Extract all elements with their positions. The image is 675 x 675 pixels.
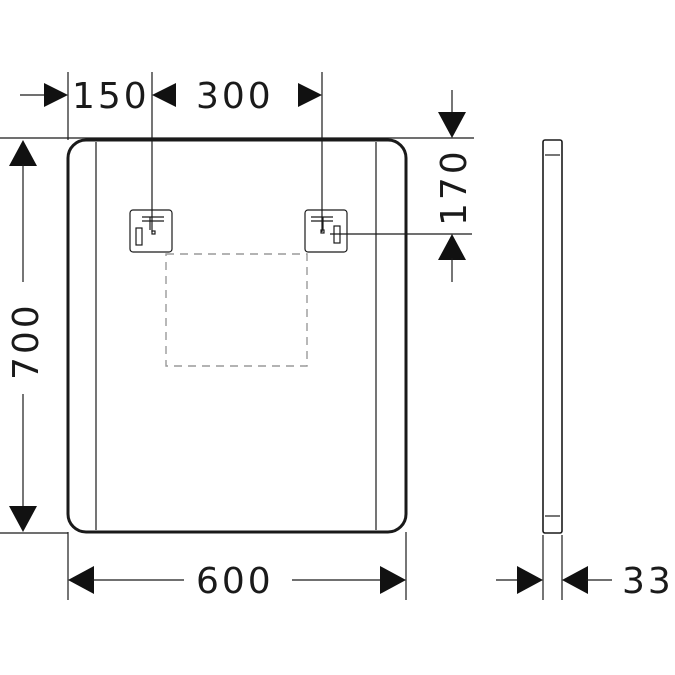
dimension-600: 600 — [68, 561, 406, 602]
dim-text-33: 33 — [622, 561, 674, 602]
dimension-300: 300 — [152, 76, 322, 117]
dimension-700: 700 — [6, 140, 47, 532]
dimension-170: 170 — [434, 90, 475, 282]
dim-text-150: 150 — [72, 76, 150, 117]
right-mounting-hook — [304, 209, 348, 253]
left-mounting-hook — [129, 209, 173, 253]
mirror-outer-frame — [66, 138, 408, 534]
mirror-front-view — [66, 138, 408, 534]
dim-text-700: 700 — [6, 302, 47, 380]
mirror-side-view — [542, 139, 563, 534]
dim-text-300: 300 — [196, 76, 274, 117]
dim-text-600: 600 — [196, 561, 274, 602]
dimension-33: 33 — [496, 561, 674, 602]
hidden-outlet-box — [165, 253, 308, 367]
dim-text-170: 170 — [434, 148, 475, 226]
dimension-150: 150 — [20, 76, 150, 117]
extension-lines — [0, 72, 563, 600]
